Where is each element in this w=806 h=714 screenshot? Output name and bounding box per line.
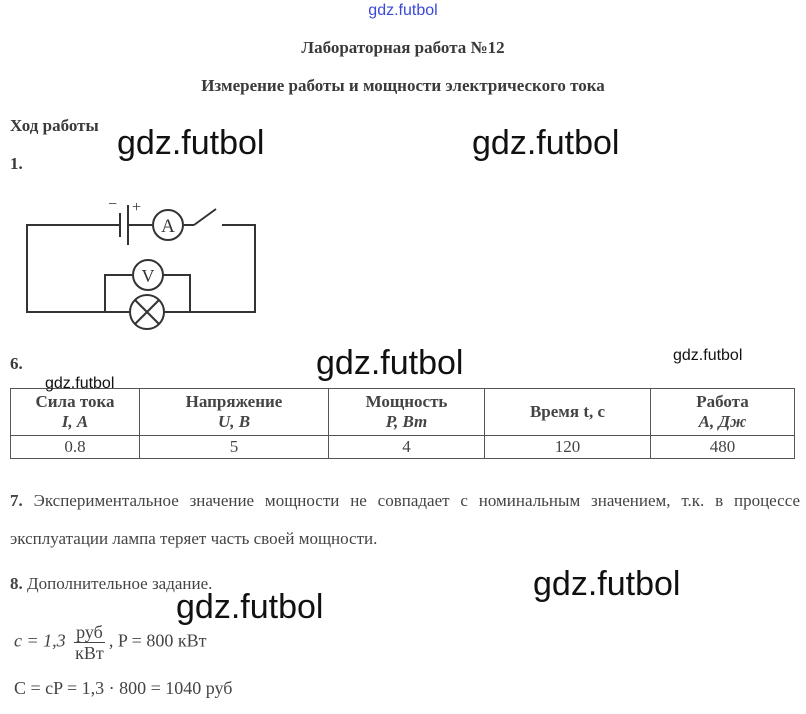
item-7-text: Экспериментальное значение мощности не с…: [10, 491, 800, 548]
table-cell: 480: [650, 435, 795, 459]
watermark: gdz.futbol: [176, 588, 324, 626]
table-row: 0.8 5 4 120 480: [10, 435, 795, 459]
watermark: gdz.futbol: [472, 124, 620, 162]
table-cell: 5: [139, 435, 329, 459]
item-7-label: 7.: [10, 491, 23, 510]
item-8-label: 8.: [10, 574, 23, 593]
fraction-numerator: руб: [74, 622, 105, 643]
ammeter-icon: A: [152, 209, 184, 241]
lamp-icon: [129, 294, 165, 330]
table-header-cell: Время t, с: [484, 388, 651, 436]
watermark: gdz.futbol: [316, 344, 464, 382]
formula-cost: C = cP = 1,3 · 800 = 1040 руб: [14, 678, 233, 698]
item-7-paragraph: 7. Экспериментальное значение мощности н…: [10, 482, 800, 558]
voltmeter-icon: V: [132, 259, 164, 291]
item-1-label: 1.: [10, 154, 23, 173]
circuit-diagram: A V − +: [26, 196, 256, 330]
watermark: gdz.futbol: [45, 375, 115, 392]
battery-minus-label: −: [108, 196, 117, 213]
ammeter-label: A: [161, 216, 175, 237]
battery-plus-label: +: [132, 199, 141, 216]
item-8-text: Дополнительное задание.: [27, 574, 213, 593]
item-6-label: 6.: [10, 354, 23, 373]
formula-rate: c = 1,3 руб кВт , P = 800 кВт: [14, 622, 206, 663]
formula-rate-lhs: c = 1,3: [14, 630, 66, 651]
procedure-heading: Ход работы: [10, 116, 99, 135]
page-subtitle: Измерение работы и мощности электрическо…: [201, 76, 605, 95]
table-cell: 120: [484, 435, 651, 459]
table-cell: 0.8: [10, 435, 140, 459]
formula-rate-rest: , P = 800 кВт: [108, 630, 207, 651]
watermark: gdz.futbol: [673, 347, 743, 364]
formula-fraction: руб кВт: [74, 622, 105, 663]
item-8-paragraph: 8. Дополнительное задание.: [10, 565, 800, 603]
page-title: Лабораторная работа №12: [301, 38, 505, 57]
watermark: gdz.futbol: [533, 565, 681, 603]
fraction-denominator: кВт: [75, 643, 104, 663]
table-cell: 4: [328, 435, 485, 459]
voltmeter-label: V: [142, 266, 155, 286]
watermark: gdz.futbol: [117, 124, 265, 162]
top-site-link[interactable]: gdz.futbol: [368, 2, 438, 19]
